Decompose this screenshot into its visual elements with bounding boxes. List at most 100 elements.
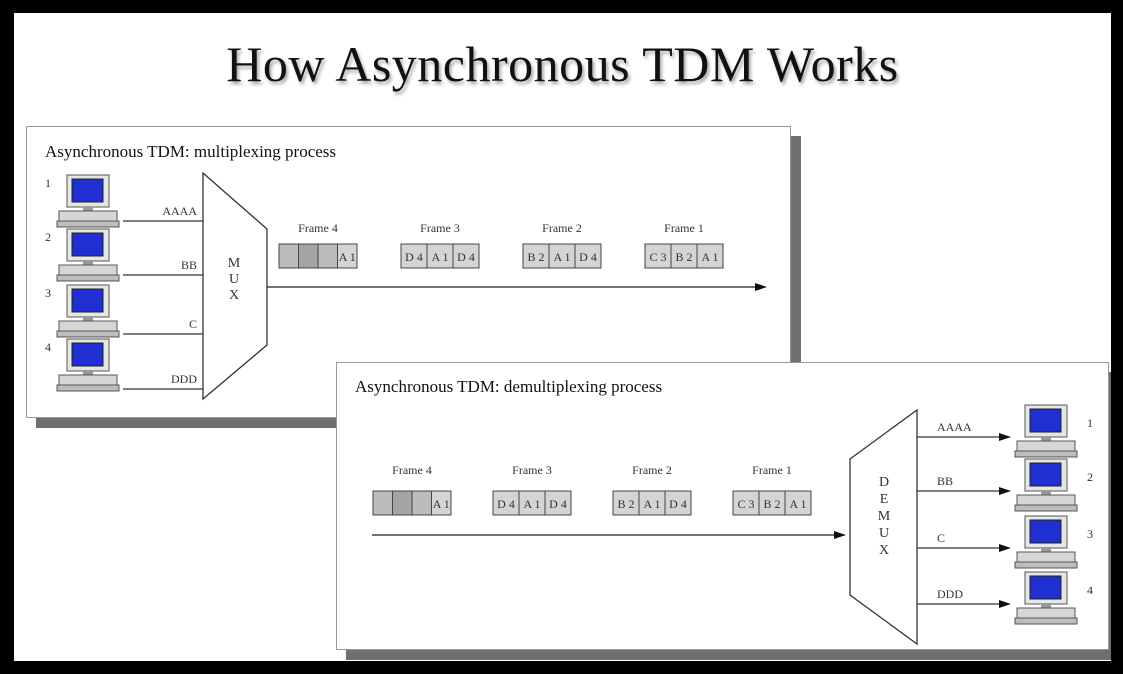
- source-number: 2: [45, 230, 51, 244]
- output-number: 3: [1087, 527, 1093, 541]
- mux-panel-title: Asynchronous TDM: multiplexing process: [45, 142, 337, 161]
- frame: A 1: [278, 243, 358, 269]
- frame-slot: [431, 490, 452, 516]
- frame-slot: [337, 243, 358, 269]
- output-number: 2: [1087, 470, 1093, 484]
- frame-slot: [522, 243, 550, 269]
- frame: A 1: [372, 490, 452, 516]
- frame-slot: [372, 490, 393, 516]
- frame-slot: [612, 490, 640, 516]
- frame: B 2 A 1 D 4: [522, 243, 602, 269]
- frame: D 4 A 1 D 4: [492, 490, 572, 516]
- demux-letter: E: [880, 492, 889, 507]
- frame-slot-label: D 4: [669, 497, 687, 511]
- computer-icon: [56, 284, 120, 338]
- frame-slot: [317, 243, 338, 269]
- frame-slot: [732, 490, 760, 516]
- frame-slot-label: C 3: [737, 497, 754, 511]
- arrow-head: [999, 433, 1011, 441]
- frame-label: Frame 2: [632, 463, 672, 477]
- frame-slot-label: D 4: [579, 250, 597, 264]
- arrow-head: [755, 283, 767, 291]
- output-data: BB: [937, 474, 953, 488]
- frame-slot-label: D 4: [405, 250, 423, 264]
- source-data: BB: [181, 258, 197, 272]
- frame-slot-label: A 1: [553, 250, 570, 264]
- frame: B 2 A 1 D 4: [612, 490, 692, 516]
- source-data: AAAA: [162, 204, 197, 218]
- source-number: 1: [45, 176, 51, 190]
- computer-icon: [56, 174, 120, 228]
- mux-letter: U: [229, 272, 239, 287]
- frame-label: Frame 4: [298, 221, 338, 235]
- mux-device: [202, 171, 268, 401]
- frame: D 4 A 1 D 4: [400, 243, 480, 269]
- frame-slot-label: C 3: [649, 250, 666, 264]
- frame-label: Frame 3: [420, 221, 460, 235]
- arrow-head: [999, 487, 1011, 495]
- frame-slot: [574, 243, 602, 269]
- frame-slot: [696, 243, 724, 269]
- frame-slot: [670, 243, 698, 269]
- frame-slot: [664, 490, 692, 516]
- frame-slot: [298, 243, 319, 269]
- frame-slot-label: A 1: [789, 497, 806, 511]
- frame-label: Frame 1: [752, 463, 792, 477]
- output-data: DDD: [937, 587, 963, 601]
- frame-slot: [784, 490, 812, 516]
- demux-device: [849, 408, 918, 646]
- frame-slot: [758, 490, 786, 516]
- frame: C 3 B 2 A 1: [732, 490, 812, 516]
- frame-slot-label: A 1: [523, 497, 540, 511]
- computer-icon: [1014, 458, 1078, 512]
- frame-slot-label: D 4: [549, 497, 567, 511]
- frame-label: Frame 2: [542, 221, 582, 235]
- frame-slot: [518, 490, 546, 516]
- frame-slot: [411, 490, 432, 516]
- demux-letter: U: [879, 526, 889, 541]
- computer-icon: [1014, 515, 1078, 569]
- source-number: 3: [45, 286, 51, 300]
- frame-slot-label: A 1: [643, 497, 660, 511]
- frame-slot: [644, 243, 672, 269]
- source-data: C: [189, 317, 197, 331]
- output-number: 1: [1087, 416, 1093, 430]
- frame-label: Frame 1: [664, 221, 704, 235]
- slide: How Asynchronous TDM Works Asynchronous …: [14, 13, 1111, 661]
- frame-slot: [544, 490, 572, 516]
- frame-slot-label: B 2: [763, 497, 780, 511]
- arrow-head: [999, 600, 1011, 608]
- frame-slot-label: A 1: [431, 250, 448, 264]
- demux-letter: X: [879, 543, 889, 558]
- frame-slot: [278, 243, 299, 269]
- source-data: DDD: [171, 372, 197, 386]
- computer-icon: [56, 338, 120, 392]
- demux-panel: Asynchronous TDM: demultiplexing process…: [336, 362, 1109, 650]
- frame-slot-label: D 4: [497, 497, 515, 511]
- demux-panel-title: Asynchronous TDM: demultiplexing process: [355, 377, 663, 396]
- arrow-head: [999, 544, 1011, 552]
- frame-slot: [492, 490, 520, 516]
- output-number: 4: [1087, 583, 1093, 597]
- frame-slot: [392, 490, 413, 516]
- source-number: 4: [45, 340, 51, 354]
- computer-icon: [1014, 404, 1078, 458]
- output-data: C: [937, 531, 945, 545]
- output-data: AAAA: [937, 420, 972, 434]
- frame-slot-label: D 4: [457, 250, 475, 264]
- arrow-head: [834, 531, 846, 539]
- slide-title: How Asynchronous TDM Works: [226, 36, 899, 92]
- frame-slot: [400, 243, 428, 269]
- demux-letter: M: [878, 509, 891, 524]
- mux-letter: X: [229, 288, 239, 303]
- computer-icon: [1014, 571, 1078, 625]
- frame-label: Frame 4: [392, 463, 432, 477]
- frame-label: Frame 3: [512, 463, 552, 477]
- frame-slot-label: B 2: [527, 250, 544, 264]
- frame-slot-label: A 1: [433, 497, 450, 511]
- frame-slot-label: B 2: [617, 497, 634, 511]
- frame-slot: [452, 243, 480, 269]
